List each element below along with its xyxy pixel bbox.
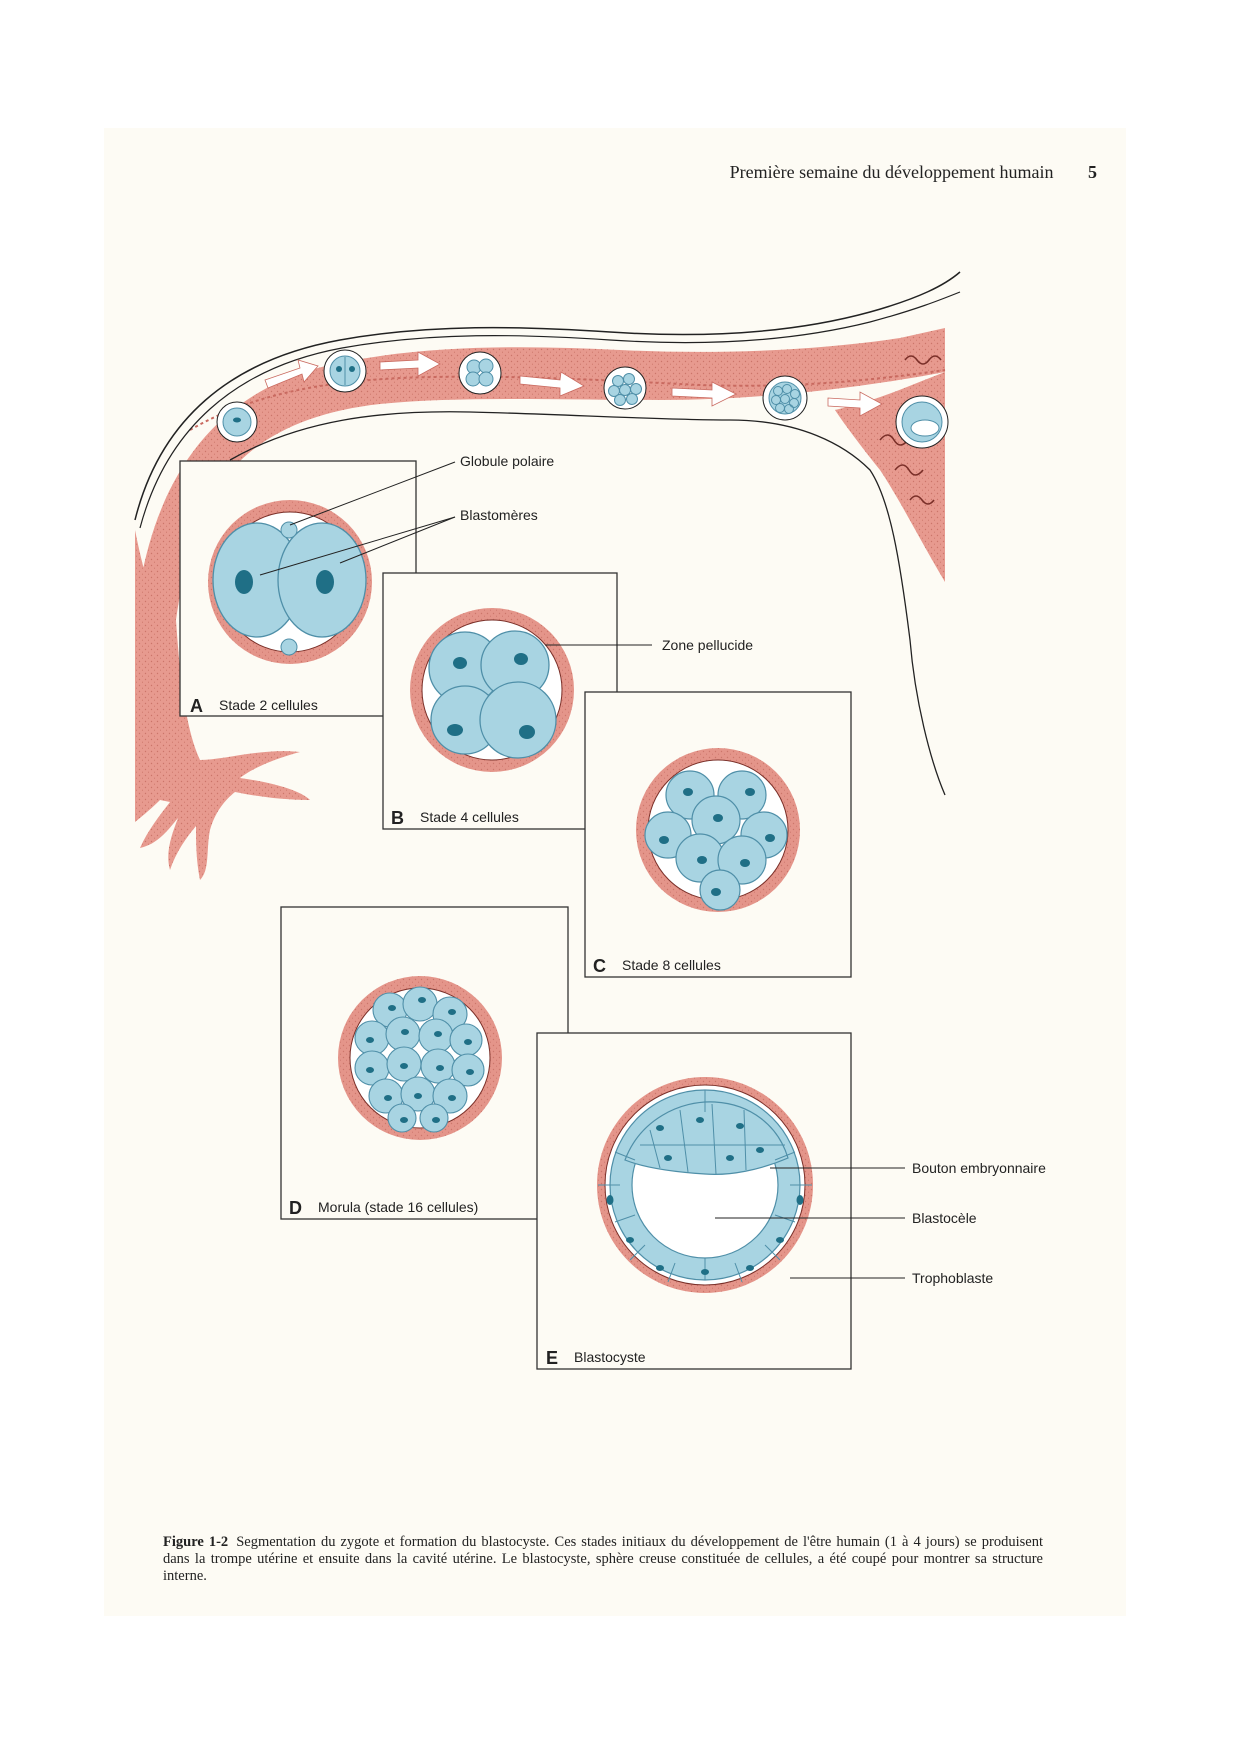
- leader-lines: [259, 461, 905, 1279]
- tube-zygote: [216, 401, 258, 443]
- uterus-glands: [879, 355, 942, 505]
- tube-8-cell: [603, 366, 647, 410]
- arrow-2: [379, 351, 441, 377]
- tube-2-cell: [323, 349, 367, 393]
- page-number: 5: [1088, 162, 1097, 182]
- panel-d-label: Morula (stade 16 cellules): [318, 1199, 478, 1215]
- leader-blastomeres-1: [259, 516, 456, 576]
- panel-c-letter: C: [593, 956, 606, 976]
- arrow-1: [264, 359, 319, 389]
- label-blastocele: Blastocèle: [912, 1210, 977, 1226]
- tube-outer-line-1: [134, 271, 961, 521]
- panel-e-label: Blastocyste: [574, 1349, 646, 1365]
- panel-e-embryo: [597, 1077, 813, 1293]
- running-head: Première semaine du développement humain…: [730, 162, 1097, 183]
- uterus-texture: [835, 328, 945, 582]
- tube-lower-line: [229, 411, 946, 796]
- panel-e-letter: E: [546, 1348, 558, 1368]
- arrow-3: [519, 371, 585, 397]
- panel-b-embryo: [410, 608, 574, 772]
- label-zone-pellucide: Zone pellucide: [662, 637, 753, 653]
- polar-body-top: [280, 521, 298, 539]
- label-bouton-embryonnaire: Bouton embryonnaire: [912, 1160, 1046, 1176]
- leader-blastomeres-2: [339, 516, 456, 564]
- label-globule-polaire: Globule polaire: [460, 453, 554, 469]
- panel-a-label: Stade 2 cellules: [219, 697, 318, 713]
- panel-c-label: Stade 8 cellules: [622, 957, 721, 973]
- panel-b-label: Stade 4 cellules: [420, 809, 519, 825]
- fimbriae-texture: [135, 530, 310, 880]
- uterine-tube: [134, 271, 961, 880]
- arrow-5: [827, 391, 883, 417]
- label-trophoblaste: Trophoblaste: [912, 1270, 993, 1286]
- arrow-4: [671, 381, 737, 407]
- panel-d-letter: D: [289, 1198, 302, 1218]
- polar-body-bottom: [280, 638, 298, 656]
- panel-a-letter: A: [190, 696, 203, 716]
- label-blastomeres: Blastomères: [460, 507, 538, 523]
- tube-morula: [762, 375, 808, 421]
- tube-blastocyst: [895, 395, 949, 449]
- panel-c-embryo: [636, 748, 800, 912]
- figure-caption-text: Segmentation du zygote et formation du b…: [163, 1534, 1043, 1584]
- tube-outer-line-2: [139, 291, 961, 529]
- tube-lumen: [189, 369, 946, 431]
- panel-d-embryo: [338, 976, 502, 1140]
- progression-arrows: [264, 351, 883, 417]
- leader-globule: [289, 461, 456, 526]
- panel-b-letter: B: [391, 808, 404, 828]
- figure-label: Figure 1-2: [163, 1534, 229, 1550]
- running-head-title: Première semaine du développement humain: [729, 162, 1054, 182]
- panel-a-embryo: [208, 500, 372, 664]
- tube-4-cell: [458, 351, 502, 395]
- tube-wall-texture: [140, 328, 945, 620]
